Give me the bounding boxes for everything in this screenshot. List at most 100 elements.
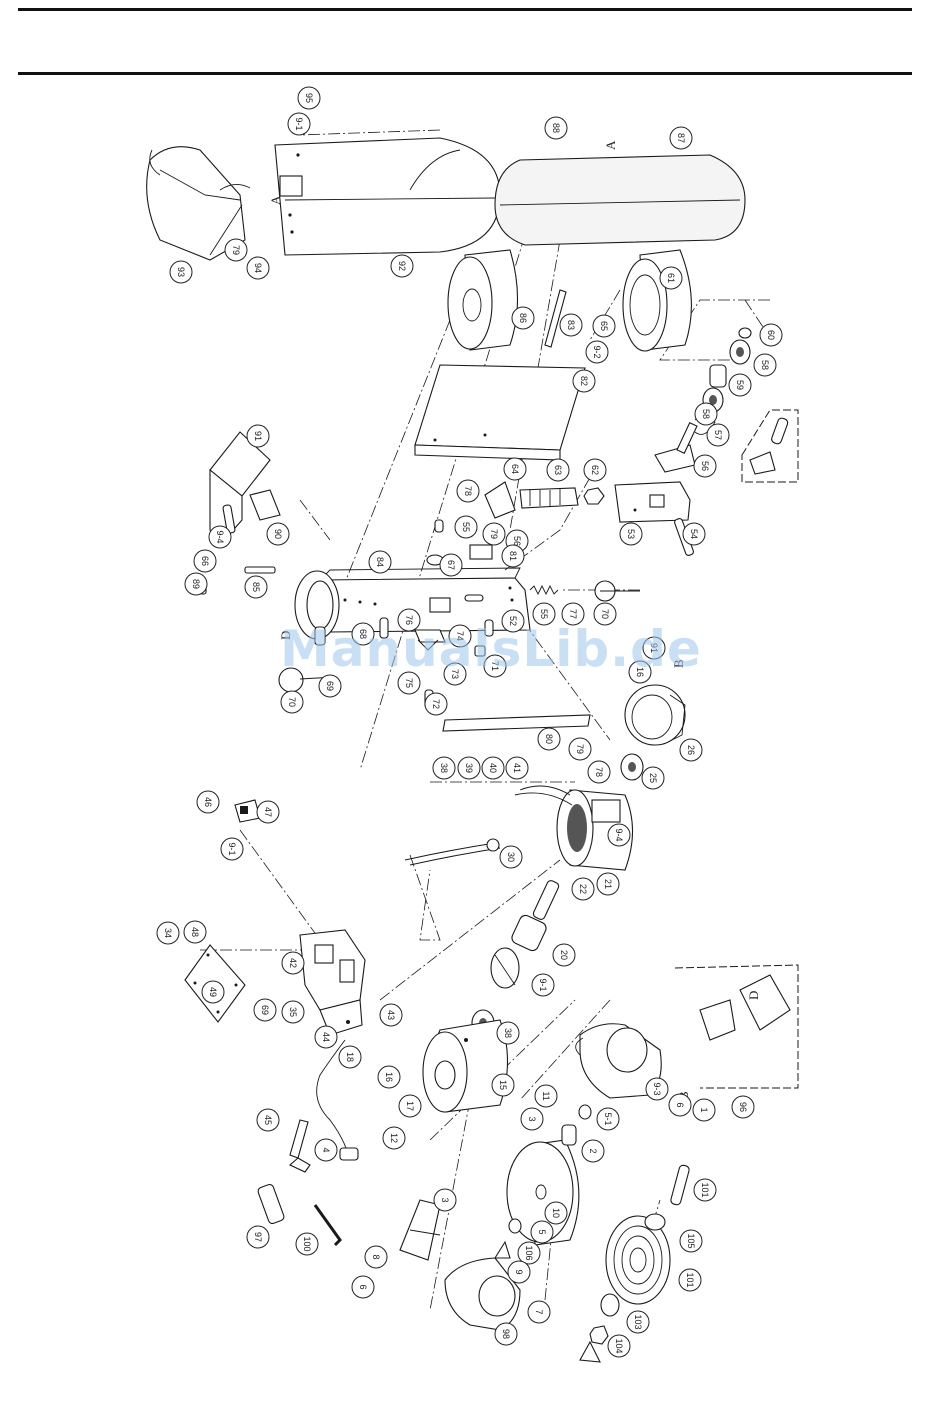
svg-text:68: 68: [358, 629, 368, 639]
svg-text:7: 7: [534, 1309, 544, 1314]
svg-text:72: 72: [431, 699, 441, 709]
callout-66: 66: [193, 549, 217, 573]
svg-text:92: 92: [397, 261, 407, 271]
svg-text:9: 9: [514, 1269, 524, 1274]
svg-text:8: 8: [371, 1254, 381, 1259]
svg-text:2: 2: [588, 1148, 598, 1153]
part-93-belt-guard-cover: [146, 146, 251, 261]
callout-105: 105: [679, 1229, 703, 1253]
callout-52: 52: [501, 609, 525, 633]
svg-text:79: 79: [575, 744, 585, 754]
part-70-knob-right: [594, 580, 640, 602]
callout-6: 6: [351, 1275, 375, 1299]
svg-text:93: 93: [176, 267, 186, 277]
callout-16: 16: [628, 660, 652, 684]
callout-12: 12: [382, 1126, 406, 1150]
part-106-nut: [494, 1240, 511, 1259]
callout-53: 53: [619, 522, 643, 546]
callout-11: 11: [534, 1084, 558, 1108]
callout-95: 95: [297, 86, 321, 110]
svg-text:9-3: 9-3: [652, 1082, 662, 1095]
svg-text:16: 16: [384, 1072, 394, 1082]
svg-text:94: 94: [253, 263, 263, 273]
callout-87: 87: [669, 126, 693, 150]
reference-letter-B1: B: [671, 659, 686, 668]
svg-text:74: 74: [455, 631, 465, 641]
svg-text:78: 78: [594, 767, 604, 777]
callout-42: 42: [281, 951, 305, 975]
callout-73: 73: [443, 662, 467, 686]
svg-text:43: 43: [386, 1010, 396, 1020]
header-rule: [18, 72, 912, 75]
svg-text:45: 45: [263, 1115, 273, 1125]
part-101-flange: [600, 1293, 620, 1317]
svg-text:5-1: 5-1: [603, 1112, 613, 1125]
svg-text:47: 47: [263, 807, 273, 817]
svg-text:55: 55: [461, 522, 471, 532]
svg-text:55: 55: [539, 609, 549, 619]
callout-100: 100: [295, 1232, 319, 1256]
svg-text:65: 65: [599, 321, 609, 331]
svg-text:57: 57: [713, 430, 723, 440]
svg-text:40: 40: [488, 763, 498, 773]
callout-78: 78: [587, 760, 611, 784]
svg-text:69: 69: [260, 1005, 270, 1015]
svg-text:9-4: 9-4: [215, 530, 225, 543]
callout-1: 1: [692, 1098, 716, 1122]
svg-text:100: 100: [302, 1236, 312, 1251]
callout-90: 90: [266, 522, 290, 546]
callout-85: 85: [244, 575, 268, 599]
part-20-armature: [490, 880, 560, 989]
callout-71: 71: [483, 654, 507, 678]
callout-22: 22: [571, 877, 595, 901]
callout-58: 58: [753, 353, 777, 377]
callout-3: 3: [433, 1188, 457, 1212]
svg-text:38: 38: [503, 1028, 513, 1038]
callout-34: 34: [156, 921, 180, 945]
svg-text:12: 12: [389, 1133, 399, 1143]
callout-77: 77: [561, 602, 585, 626]
callout-91: 91: [642, 636, 666, 660]
part-84-main-frame: [319, 567, 531, 633]
svg-text:3: 3: [440, 1197, 450, 1202]
callout-43: 43: [379, 1003, 403, 1027]
top-rule: [18, 8, 912, 11]
callout-88: 88: [544, 116, 568, 140]
callout-9-1: 9-1: [220, 837, 244, 861]
svg-text:9-1: 9-1: [294, 117, 304, 130]
callout-6: 6: [668, 1093, 692, 1117]
callout-17: 17: [398, 1094, 422, 1118]
callout-48: 48: [183, 920, 207, 944]
callout-68: 68: [351, 622, 375, 646]
part-92-belt-cover: [274, 137, 501, 256]
callout-9-4: 9-4: [607, 823, 631, 847]
svg-text:75: 75: [404, 678, 414, 688]
part-26-end-cover: [624, 684, 686, 746]
callout-69: 69: [253, 998, 277, 1022]
reference-letter-D2: D: [746, 991, 761, 1000]
watermark: ManualsLib.de: [280, 620, 702, 678]
svg-text:60: 60: [766, 330, 776, 340]
svg-text:9-1: 9-1: [227, 842, 237, 855]
svg-text:9-4: 9-4: [614, 828, 624, 841]
svg-text:97: 97: [253, 1232, 263, 1242]
svg-text:35: 35: [288, 1007, 298, 1017]
svg-text:79: 79: [231, 245, 241, 255]
part-55-spring: [529, 584, 559, 596]
callout-92: 92: [390, 254, 414, 278]
callout-94: 94: [246, 256, 270, 280]
svg-text:9-1: 9-1: [538, 978, 548, 991]
svg-text:39: 39: [464, 763, 474, 773]
callout-38: 38: [432, 756, 456, 780]
callout-9-4: 9-4: [208, 525, 232, 549]
part-63-tension-spring: [519, 487, 579, 509]
svg-text:70: 70: [600, 609, 610, 619]
svg-text:18: 18: [345, 1052, 355, 1062]
callout-9-1: 9-1: [287, 112, 311, 136]
svg-text:80: 80: [544, 734, 554, 744]
callout-79: 79: [568, 737, 592, 761]
callout-20: 20: [552, 943, 576, 967]
svg-text:1: 1: [699, 1107, 709, 1112]
reference-letter-D1: D: [278, 631, 293, 640]
part-7-outer-guard: [444, 1257, 521, 1331]
